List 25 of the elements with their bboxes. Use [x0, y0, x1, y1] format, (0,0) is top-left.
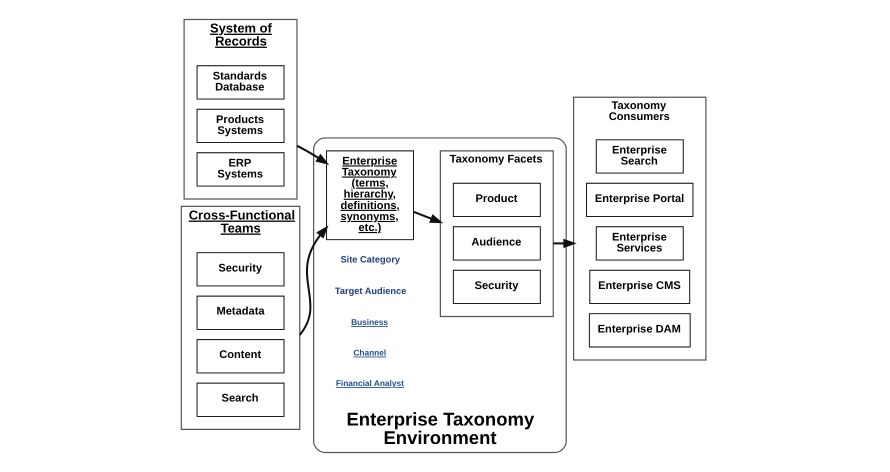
node-box: Products Systems [196, 108, 284, 144]
node-box: Content [196, 339, 284, 374]
node-box: Security [452, 270, 541, 304]
node-box: Enterprise DAM [588, 313, 691, 348]
node-box: Enterprise Search [596, 139, 684, 174]
node-box: ERP Systems [196, 152, 284, 186]
arrow [298, 225, 328, 336]
arrow [413, 210, 444, 224]
node-box: Enterprise Taxonomy (terms, hierarchy, definitions, synonyms, etc.) [326, 150, 414, 240]
label: Site Category [340, 254, 400, 264]
node-box: Audience [452, 226, 541, 261]
node-box: Enterprise CMS [589, 270, 690, 304]
node-box: Standards Database [196, 65, 284, 100]
label: Business [351, 317, 388, 327]
label: Financial Analyst [336, 378, 404, 388]
arrow [553, 238, 577, 248]
label: Channel [353, 348, 386, 358]
node-box: Product [452, 182, 541, 218]
node-box: Search [196, 382, 284, 417]
arrow [296, 144, 330, 165]
node-box: Enterprise Services [596, 226, 684, 261]
label: Target Audience [334, 286, 406, 296]
node-box: Enterprise Portal [586, 182, 694, 218]
node-box: Metadata [196, 296, 284, 330]
node-box: Security [196, 252, 284, 286]
